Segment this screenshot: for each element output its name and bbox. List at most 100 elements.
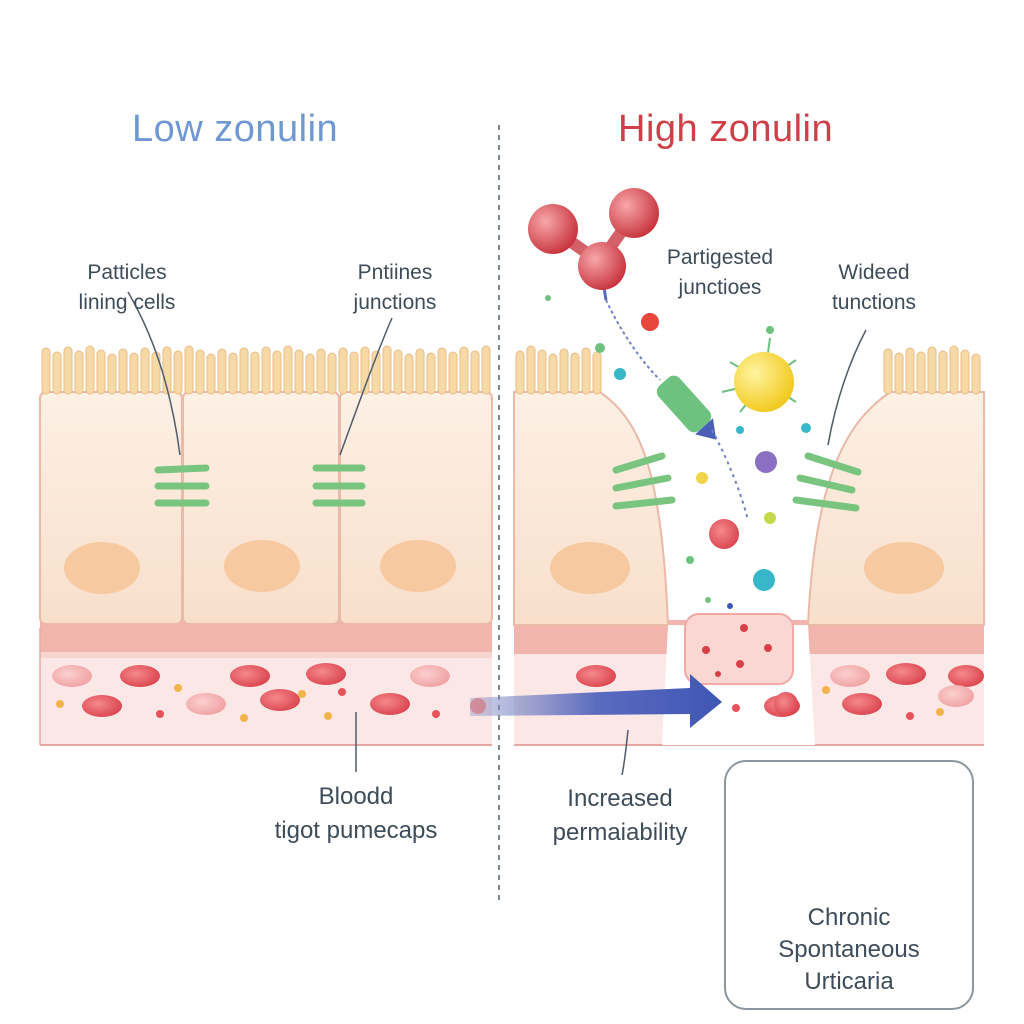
microvillus [228,352,238,395]
label-line: tunctions [831,291,917,314]
label-line: Wideed [838,261,910,284]
microvillus [96,349,106,395]
leader-junctions [339,317,393,456]
particle [801,423,811,433]
particle [705,597,711,603]
yellow-particle [721,337,797,413]
nucleus-4 [550,542,630,594]
particle [709,519,739,549]
title-low-zonulin: Low zonulin [132,108,339,150]
microvillus [41,347,51,395]
right-panel [513,188,985,776]
microvillus [570,352,580,395]
label-chronic-spontaneous-urticaria: Chronic Spontaneous Urticaria [724,902,974,998]
plasma-dot [156,710,164,718]
microvillus [916,351,926,395]
microvillus [459,346,469,395]
leak-tissue [684,613,794,685]
nucleus-1 [64,542,140,594]
microvillus [173,350,183,395]
red-blood-cell [370,693,410,715]
plasma-dot [324,712,332,720]
plasma-dot [56,700,64,708]
microvillus [184,345,194,395]
particle [545,295,551,301]
red-blood-cell [842,693,882,715]
label-partigested-junctions: Partigested junctioes [650,243,790,303]
microvillus [195,349,205,395]
microvillus [107,353,117,395]
red-blood-cell [938,685,974,707]
leader-permeability [621,729,629,776]
nucleus-2 [224,540,300,592]
microvillus [217,348,227,395]
microvilli-left [41,345,491,395]
microvillus [294,349,304,395]
particle [766,326,774,334]
tight-junction-2 [312,464,366,507]
microvillus [305,353,315,395]
plasma-dot [732,704,740,712]
microvillus [526,345,536,395]
blood-cells-left [52,663,450,722]
label-line: junctions [353,291,437,314]
red-blood-cell [52,665,92,687]
microvillus [971,353,981,395]
plasma-dot [174,684,182,692]
particle [736,426,744,434]
microvillus [415,348,425,395]
label-blood-capillaries: Bloodd tigot pumecaps [236,780,476,848]
microvillus [515,350,525,395]
microvillus [206,353,216,395]
microvillus [927,346,937,395]
particle [753,569,775,591]
plasma-dot [432,710,440,718]
particle [727,603,733,609]
csu-panel [724,760,974,1010]
red-blood-cell [120,665,160,687]
label-line: Bloodd [318,783,394,810]
label-increased-permeability: Increased permaiability [520,782,720,850]
plasma-dot [298,690,306,698]
microvillus [448,351,458,395]
red-blood-cell [186,693,226,715]
microvillus [151,351,161,395]
particle [696,472,708,484]
microvillus [118,348,128,395]
left-basement [40,620,492,654]
tight-junction-1 [154,464,210,507]
particle [686,556,694,564]
red-blood-cell [830,665,870,687]
title-high-zonulin: High zonulin [618,108,834,150]
label-line: Spontaneous [778,936,920,963]
open-junction-left [612,452,676,510]
microvillus [382,345,392,395]
red-blood-cell [230,665,270,687]
plasma-dot [822,686,830,694]
scattered-particles [545,295,811,716]
nucleus-5 [864,542,944,594]
red-blood-cell [410,665,450,687]
label-line: Increased [567,785,673,812]
label-intact-junctions: Pntiines junctions [330,258,460,318]
microvillus [272,350,282,395]
label-line: Urticaria [804,968,894,995]
plasma-dot [936,708,944,716]
microvillus [437,347,447,395]
leader-widened [827,329,867,446]
microvillus [559,348,569,395]
label-widened-junctions: Wideed tunctions [808,258,940,318]
label-line: permaiability [552,819,688,846]
microvillus [52,351,62,395]
red-blood-cell [948,665,984,687]
microvillus [938,350,948,395]
microvillus [283,345,293,395]
plasma-dot [906,712,914,720]
microvillus [470,350,480,395]
plasma-dot [240,714,248,722]
microvillus [883,348,893,395]
particle [764,512,776,524]
nucleus-3 [380,540,456,592]
label-line: tigot pumecaps [274,817,438,844]
